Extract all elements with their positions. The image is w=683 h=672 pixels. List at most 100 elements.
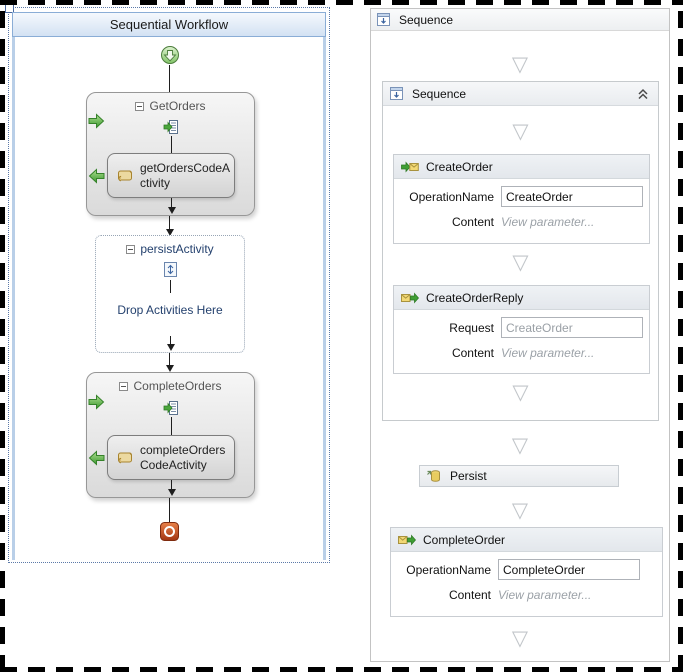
green-arrow-left-icon	[88, 168, 105, 184]
green-arrow-left-icon	[88, 450, 105, 466]
sequence-icon	[377, 13, 390, 26]
inner-sequence-header[interactable]: Sequence	[383, 82, 658, 106]
receive-icon	[163, 120, 178, 134]
receive-icon	[163, 401, 178, 415]
marquee-border-top	[0, 0, 683, 5]
createorderreply-header[interactable]: CreateOrderReply	[394, 286, 649, 310]
marquee-border-right	[678, 0, 683, 672]
persist-activity-header[interactable]: persistActivity	[96, 242, 244, 256]
workflow-start-icon	[161, 46, 179, 64]
createorder-header[interactable]: CreateOrder	[394, 155, 649, 179]
persist-title: Persist	[450, 469, 487, 483]
connector-line	[169, 216, 170, 230]
operation-name-label: OperationName	[409, 189, 494, 204]
operation-name-row: OperationName	[394, 186, 649, 207]
operation-name-input[interactable]	[498, 559, 640, 580]
connector-line	[170, 336, 171, 345]
workflow-title-bar[interactable]: Sequential Workflow	[12, 12, 326, 37]
drop-target-triangle[interactable]: ▽	[512, 250, 529, 274]
persist-activity-bar[interactable]: Persist	[419, 465, 619, 487]
drop-target-triangle[interactable]: ▽	[511, 433, 529, 457]
drop-activities-hint: Drop Activities Here	[117, 303, 223, 317]
completeorders-label: CompleteOrders	[133, 379, 222, 393]
completeorder-header[interactable]: CompleteOrder	[391, 528, 662, 552]
completeorders-code-activity-label: completeOrdersCodeActivity	[140, 442, 226, 472]
persist-activity[interactable]: persistActivity Drop Activities Here	[95, 235, 245, 353]
content-label: Content	[451, 215, 494, 229]
request-input[interactable]	[501, 317, 643, 338]
createorderreply-body: Request Content View parameter...	[394, 309, 649, 373]
collapse-icon[interactable]	[126, 244, 136, 254]
connector-arrowhead	[167, 344, 175, 351]
operation-name-input[interactable]	[501, 186, 643, 207]
content-row: Content View parameter...	[394, 215, 649, 229]
sendreply-envelope-icon	[401, 291, 419, 304]
completeorders-header[interactable]: CompleteOrders	[87, 379, 254, 393]
connector-arrowhead	[168, 207, 176, 214]
sendreply-envelope-icon	[398, 533, 416, 546]
persist-activity-label: persistActivity	[140, 242, 214, 256]
drop-target-triangle[interactable]: ▽	[512, 119, 529, 143]
connector-line	[171, 417, 172, 435]
connector-line	[171, 198, 172, 208]
collapse-icon[interactable]	[119, 381, 129, 391]
inner-sequence-title: Sequence	[412, 86, 467, 101]
inner-sequence[interactable]: Sequence ▽ CreateOrder	[382, 81, 659, 421]
view-parameter-link[interactable]: View parameter...	[501, 215, 595, 229]
createorder-body: OperationName Content View parameter...	[394, 178, 649, 243]
request-row: Request	[394, 317, 649, 338]
sequence-icon	[390, 87, 403, 100]
sequence-designer[interactable]: Sequence ▽ Sequence ▽	[370, 8, 670, 662]
scroll-icon	[118, 170, 132, 181]
completeorders-code-activity[interactable]: completeOrdersCodeActivity	[107, 435, 235, 480]
root-sequence-title: Sequence	[399, 12, 454, 27]
getorders-activity[interactable]: GetOrders getOrdersCodeActivity	[86, 92, 255, 216]
marquee-border-bottom	[0, 667, 683, 672]
connector-line	[169, 353, 170, 366]
receive-envelope-icon	[401, 160, 419, 173]
connector-line	[169, 498, 170, 522]
collapse-icon[interactable]	[135, 101, 145, 111]
completeorder-body: OperationName Content View parameter...	[391, 551, 662, 616]
sequential-workflow-designer[interactable]: Sequential Workflow GetOrders	[5, 4, 330, 563]
content-row: Content View parameter...	[394, 346, 649, 360]
connector-line	[171, 480, 172, 490]
connector-line	[169, 65, 170, 92]
drop-target-triangle[interactable]: ▽	[511, 626, 529, 650]
drop-target-triangle[interactable]: ▽	[511, 52, 529, 76]
request-label: Request	[449, 320, 494, 335]
content-row: Content View parameter...	[391, 588, 662, 602]
completeorder-activity[interactable]: CompleteOrder OperationName Content View…	[390, 527, 663, 617]
connector-line	[170, 280, 171, 293]
marquee-border-left	[0, 0, 5, 672]
root-sequence-header[interactable]: Sequence	[371, 9, 669, 31]
getorders-header[interactable]: GetOrders	[87, 99, 254, 113]
persist-icon	[427, 470, 440, 482]
createorder-title: CreateOrder	[426, 159, 493, 174]
getorders-code-activity-label: getOrdersCodeActivity	[140, 160, 231, 190]
completeorders-activity[interactable]: CompleteOrders completeOrdersCodeActivit…	[86, 372, 255, 498]
green-arrow-right-icon	[88, 113, 105, 129]
createorder-activity[interactable]: CreateOrder OperationName Content View p…	[393, 154, 650, 244]
workflow-end-icon	[160, 522, 179, 541]
drop-target-triangle[interactable]: ▽	[511, 498, 529, 522]
connector-arrowhead	[166, 229, 174, 236]
getorders-label: GetOrders	[149, 99, 206, 113]
content-label: Content	[451, 346, 494, 360]
getorders-code-activity[interactable]: getOrdersCodeActivity	[107, 153, 235, 198]
operation-name-label: OperationName	[406, 562, 491, 577]
connector-arrowhead	[166, 365, 174, 372]
operation-name-row: OperationName	[391, 559, 662, 580]
view-parameter-link[interactable]: View parameter...	[501, 346, 595, 360]
green-arrow-right-icon	[88, 394, 105, 410]
view-parameter-link[interactable]: View parameter...	[498, 588, 592, 602]
collapse-chevron-icon[interactable]	[636, 87, 650, 101]
content-label: Content	[448, 588, 491, 602]
connector-line	[171, 136, 172, 153]
sequence-activity-icon	[164, 262, 177, 277]
createorderreply-activity[interactable]: CreateOrderReply Request Content View pa…	[393, 285, 650, 374]
createorderreply-title: CreateOrderReply	[426, 290, 524, 305]
completeorder-title: CompleteOrder	[423, 532, 506, 547]
drop-target-triangle[interactable]: ▽	[512, 380, 529, 404]
